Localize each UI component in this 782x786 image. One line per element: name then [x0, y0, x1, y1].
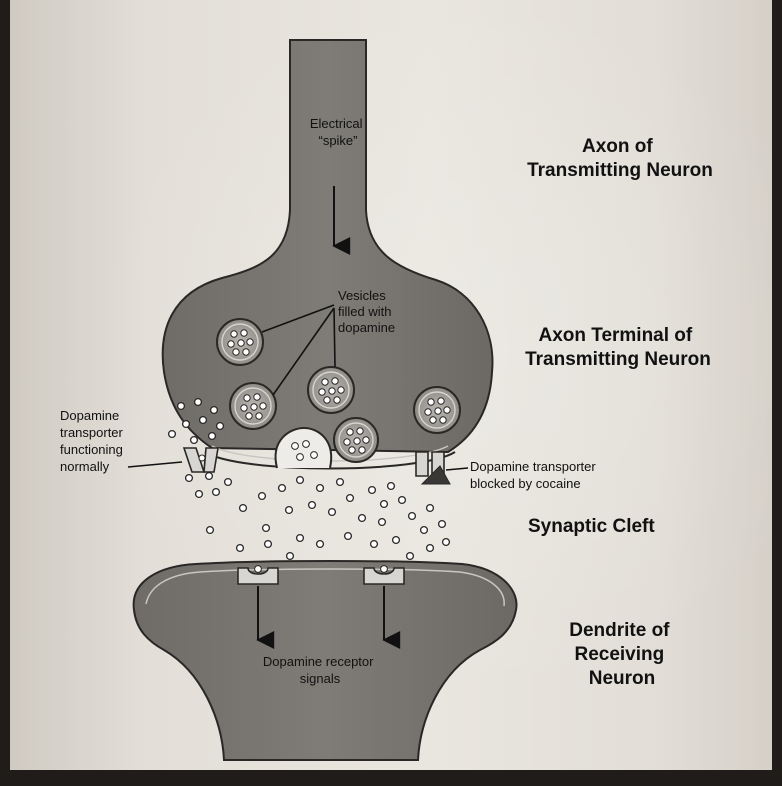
transporter-blocked-line: Dopamine transporter — [470, 459, 596, 474]
axon-label-line: Transmitting Neuron — [527, 160, 713, 181]
receptor-signals-line: Dopamine receptor — [263, 654, 374, 669]
transporter-normal-line: normally — [60, 459, 110, 474]
electrical-spike-line: Electrical — [310, 116, 363, 131]
transporter-blocked-pointer — [446, 468, 468, 470]
dopamine-receptor — [364, 566, 404, 584]
transporter-normal-label: Dopamine transporter functioning normall… — [60, 408, 127, 474]
transporter-blocked-line: blocked by cocaine — [470, 476, 581, 491]
dopamine-receptor — [238, 566, 278, 584]
synaptic-cleft-label: Synaptic Cleft — [528, 516, 655, 537]
electrical-spike-line: “spike” — [318, 133, 357, 148]
vesicle — [414, 387, 460, 433]
dendrite-label-line: Dendrite of — [569, 620, 670, 641]
vesicle — [217, 319, 263, 365]
vesicles-label-line: Vesicles — [338, 288, 386, 303]
dopamine-transporter-normal — [184, 448, 218, 472]
axon-label-line: Axon of — [582, 136, 653, 157]
vesicles-label-line: dopamine — [338, 320, 395, 335]
receptor-signals-line: signals — [300, 671, 341, 686]
dendrite-label-line: Neuron — [589, 668, 656, 689]
transporter-normal-pointer — [128, 462, 182, 467]
transporter-normal-line: transporter — [60, 425, 124, 440]
axon-terminal-line: Transmitting Neuron — [525, 349, 711, 370]
axon-terminal-label: Axon Terminal of Transmitting Neuron — [525, 325, 711, 370]
axon-label: Axon of Transmitting Neuron — [527, 136, 713, 181]
vesicles-label-line: filled with — [338, 304, 391, 319]
transporter-normal-line: functioning — [60, 442, 123, 457]
axon-terminal-line: Axon Terminal of — [538, 325, 692, 346]
transporter-normal-line: Dopamine — [60, 408, 119, 423]
dendrite-label: Dendrite of Receiving Neuron — [569, 620, 675, 689]
dendrite-label-line: Receiving — [574, 644, 664, 665]
vesicle — [230, 383, 276, 429]
transporter-blocked-label: Dopamine transporter blocked by cocaine — [470, 459, 599, 491]
vesicle — [334, 418, 378, 462]
vesicle — [308, 367, 354, 413]
vesicles-label: Vesicles filled with dopamine — [338, 288, 395, 335]
